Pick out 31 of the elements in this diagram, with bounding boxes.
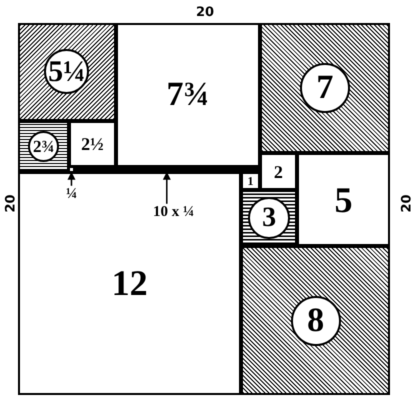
circled-number: 5¼ <box>44 49 90 94</box>
dimension-label: 20 <box>400 194 414 213</box>
circled-number: 8 <box>290 296 341 346</box>
square-piece <box>241 190 297 246</box>
piece-number: 1 <box>247 175 254 188</box>
piece-number: 12 <box>112 265 148 302</box>
square-piece <box>241 246 390 395</box>
piece-number: 5 <box>334 182 352 218</box>
arrow <box>67 172 76 186</box>
dimension-label: 20 <box>4 194 18 213</box>
dimension-label: 20 <box>196 6 214 19</box>
arrow <box>162 172 171 204</box>
square-piece <box>69 120 116 168</box>
square-piece <box>18 23 116 121</box>
piece-number: 7¾ <box>166 78 209 112</box>
square-piece <box>18 172 242 395</box>
circled-number: 3 <box>248 197 290 240</box>
piece-number: 2 <box>274 162 283 181</box>
circled-number: 7 <box>300 63 350 114</box>
square-piece <box>260 23 390 154</box>
strip-piece <box>74 167 260 172</box>
small-square-piece <box>69 167 74 172</box>
circled-number: 2¾ <box>28 130 59 162</box>
square-piece <box>297 153 390 246</box>
piece-number: 2½ <box>81 134 104 153</box>
square-piece <box>116 23 260 168</box>
dimension-label: ¼ <box>66 186 78 202</box>
dimension-label: 10 x ¼ <box>153 204 194 220</box>
square-piece <box>18 120 70 172</box>
square-piece <box>241 172 260 190</box>
square-piece <box>260 153 297 190</box>
